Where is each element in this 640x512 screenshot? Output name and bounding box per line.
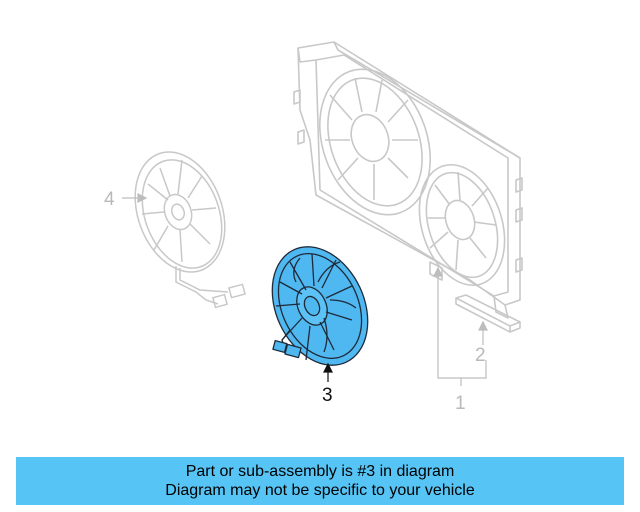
info-banner: Part or sub-assembly is #3 in diagram Di… <box>16 457 624 505</box>
callout-1: 1 <box>455 393 466 414</box>
parts-diagram: 1 2 3 4 <box>104 41 523 414</box>
mounting-bracket <box>455 294 521 333</box>
secondary-fan-assembly <box>134 151 246 309</box>
highlighted-fan-motor-assembly <box>271 246 369 366</box>
leader-lines <box>122 193 488 386</box>
callout-3: 3 <box>322 385 333 406</box>
callout-4: 4 <box>104 189 115 210</box>
banner-line-disclaimer: Diagram may not be specific to your vehi… <box>165 482 475 499</box>
fan-shroud-assembly <box>293 41 523 319</box>
callout-2: 2 <box>475 345 486 366</box>
banner-line-part: Part or sub-assembly is #3 in diagram <box>185 463 455 480</box>
